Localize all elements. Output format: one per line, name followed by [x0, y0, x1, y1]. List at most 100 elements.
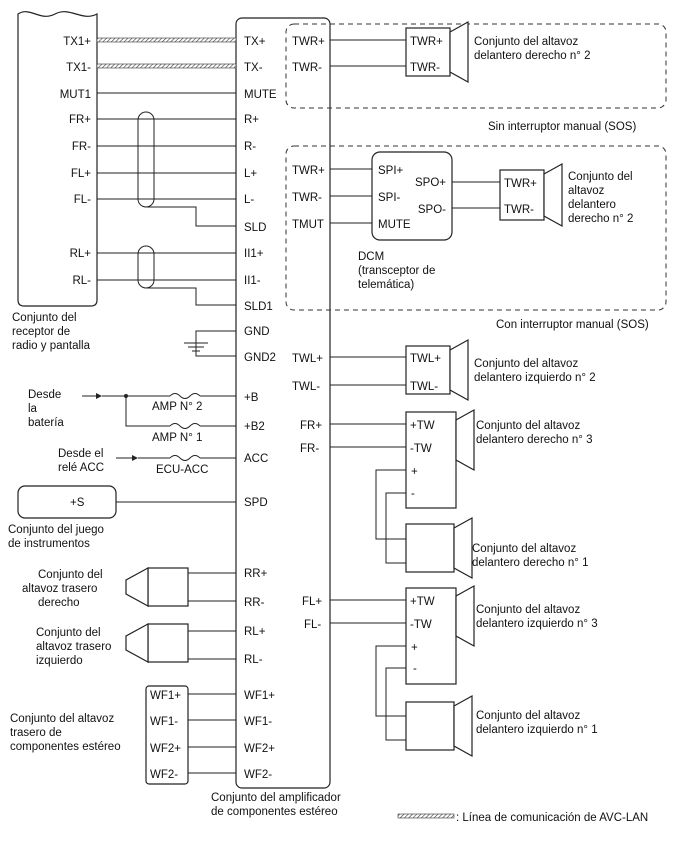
rear-stereo-pin-wf1p: WF1+	[150, 690, 181, 702]
rear-stereo-pin-wf2m: WF2-	[150, 769, 178, 781]
amp-pin-rlm: RL-	[244, 654, 263, 666]
front-left-1-speaker: Conjunto del altavoz delantero izquierdo…	[405, 694, 598, 758]
amp-pin-spd: SPD	[244, 497, 268, 509]
fl2-caption-1: Conjunto del altavoz	[474, 358, 578, 370]
rear-left-caption-2: altavoz trasero	[36, 641, 111, 653]
twr-b-caption-1: Conjunto del	[568, 171, 633, 183]
amp-pin-rp: R+	[244, 114, 259, 126]
amp-pin-tmut: TMUT	[292, 219, 324, 231]
rear-stereo-pin-wf1m: WF1-	[150, 716, 178, 728]
amp-caption-2: de componentes estéreo	[211, 806, 338, 818]
amp-pin-b2: +B2	[244, 421, 265, 433]
amp-pin-rlp: RL+	[244, 626, 266, 638]
amp-pin-sld: SLD	[244, 222, 266, 234]
radio-pin-tx1m: TX1-	[66, 62, 91, 74]
radio-pin-tx1p: TX1+	[63, 36, 91, 48]
amp-pin-rrm: RR-	[244, 597, 265, 609]
fr1-caption-2: delantero derecho n° 1	[472, 557, 589, 569]
sos-without-label: Sin interruptor manual (SOS)	[488, 121, 636, 133]
twr-a-pin-1: TWR+	[410, 36, 443, 48]
combination-meter: +S Conjunto del juego de instrumentos	[8, 485, 236, 550]
dcm-pin-spop: SPO+	[415, 177, 446, 189]
rear-right-caption-3: derecho	[38, 597, 80, 609]
fl2-pin-2: TWL-	[410, 381, 438, 393]
rear-left-speaker: Conjunto del altavoz trasero izquierdo	[36, 622, 236, 667]
fl3-pin-m: -	[413, 663, 417, 675]
rear-right-caption-2: altavoz trasero	[22, 583, 97, 595]
fl3-pin-p: +	[411, 642, 418, 654]
amp-pin-txp: TX+	[244, 36, 266, 48]
fr3-pin-m: -	[411, 488, 415, 500]
radio-pin-frp: FR+	[69, 114, 91, 126]
radio-pin-flm: FL-	[74, 194, 91, 206]
amp-pin-ii1p: II1+	[244, 248, 264, 260]
fl3-caption-2: delantero izquierdo n° 3	[476, 618, 598, 630]
radio-pin-rlm: RL-	[72, 275, 91, 287]
radio-pin-frm: FR-	[72, 141, 91, 153]
front-right-3-speaker: FR+ FR- +TW -TW + - Conjunto del altavoz…	[300, 408, 593, 564]
amp-pin-twr-a2: TWR-	[292, 62, 322, 74]
fr3-caption-2: delantero derecho n° 3	[476, 434, 593, 446]
dcm-pin-mute: MUTE	[378, 219, 411, 231]
relay-label-2: relé ACC	[58, 462, 104, 474]
fr3-caption-1: Conjunto del altavoz	[476, 420, 580, 432]
amp-pin-ii1m: II1-	[244, 275, 261, 287]
rear-stereo-caption-2: trasero de	[10, 727, 62, 739]
radio-caption-1: Conjunto del	[12, 312, 77, 324]
amp-pin-wf2m: WF2-	[244, 769, 272, 781]
fl3-pin-twp: +TW	[410, 596, 435, 608]
amp-pin-gnd2: GND2	[244, 352, 276, 364]
battery-label-3: batería	[28, 417, 64, 429]
amp-pin-wf1m: WF1-	[244, 716, 272, 728]
amp-pin-acc: ACC	[244, 453, 268, 465]
twr-a-caption-2: delantero derecho n° 2	[474, 50, 591, 62]
amp-pin-txm: TX-	[244, 62, 263, 74]
rear-left-caption-1: Conjunto del	[36, 627, 101, 639]
amp-pin-lp: L+	[244, 168, 257, 180]
radio-pin-rlp: RL+	[70, 248, 92, 260]
fl3-caption-1: Conjunto del altavoz	[476, 604, 580, 616]
twr-b-caption-3: delantero	[568, 199, 616, 211]
ground-symbol	[184, 330, 236, 357]
radio-caption-3: radio y pantalla	[12, 340, 91, 352]
meter-caption-2: de instrumentos	[8, 538, 90, 550]
legend: : Línea de comunicación de AVC-LAN	[397, 812, 648, 824]
radio-pin-flp: FL+	[71, 168, 91, 180]
rear-stereo-caption-3: componentes estéreo	[10, 741, 121, 753]
fl1-caption-1: Conjunto del altavoz	[476, 710, 580, 722]
dcm-pin-spip: SPI+	[378, 165, 404, 177]
battery-label-1: Desde	[28, 389, 61, 401]
fr3-pin-p: +	[411, 466, 418, 478]
fuse-amp1: AMP N° 1	[152, 432, 202, 444]
radio-receiver: TX1+ TX1- MUT1 FR+ FR- FL+ FL- RL+ RL- C…	[12, 11, 98, 352]
dcm-pin-spom: SPO-	[418, 204, 446, 216]
amp-pin-twr-b1: TWR+	[292, 165, 325, 177]
amp-pin-rm: R-	[244, 141, 256, 153]
amp-pin-twr-b2: TWR-	[292, 192, 322, 204]
front-left-3-speaker: FL+ FL- +TW -TW + - Conjunto del altavoz…	[302, 584, 598, 741]
dcm-caption-1: DCM	[358, 251, 384, 263]
group-sos-with: TWR+ TWR- TMUT SPI+ SPI- MUTE SPO+ SPO- …	[285, 145, 667, 331]
dcm-caption-3: telemática)	[358, 279, 414, 291]
twr-b-pin-2: TWR-	[504, 204, 534, 216]
amp-pin-flm: FL-	[304, 619, 321, 631]
rear-stereo-pin-wf2p: WF2+	[150, 743, 181, 755]
amp-pin-gnd: GND	[244, 326, 270, 338]
fl3-pin-twm: -TW	[410, 619, 432, 631]
legend-label: : Línea de comunicación de AVC-LAN	[456, 812, 648, 824]
dcm-pin-spim: SPI-	[378, 192, 401, 204]
amp-pin-frm: FR-	[300, 443, 319, 455]
relay-label-1: Desde el	[58, 448, 103, 460]
group-sos-without: TWR+ TWR- TWR+ TWR- Conjunto del altavoz…	[285, 20, 667, 133]
meter-pin-s: +S	[70, 497, 85, 509]
rear-left-caption-3: izquierdo	[36, 655, 83, 667]
front-left-2-speaker: TWL+ TWL- TWL+ TWL- Conjunto del altavoz…	[292, 338, 596, 402]
amp-pin-sld1: SLD1	[244, 301, 273, 313]
battery-label-2: la	[28, 403, 38, 415]
amp-caption-1: Conjunto del amplificador	[211, 792, 341, 804]
amp-pin-flp: FL+	[302, 596, 322, 608]
amp-pin-rrp: RR+	[244, 568, 268, 580]
fuse-amp2: AMP N° 2	[152, 401, 202, 413]
amp-pin-twr-a1: TWR+	[292, 36, 325, 48]
